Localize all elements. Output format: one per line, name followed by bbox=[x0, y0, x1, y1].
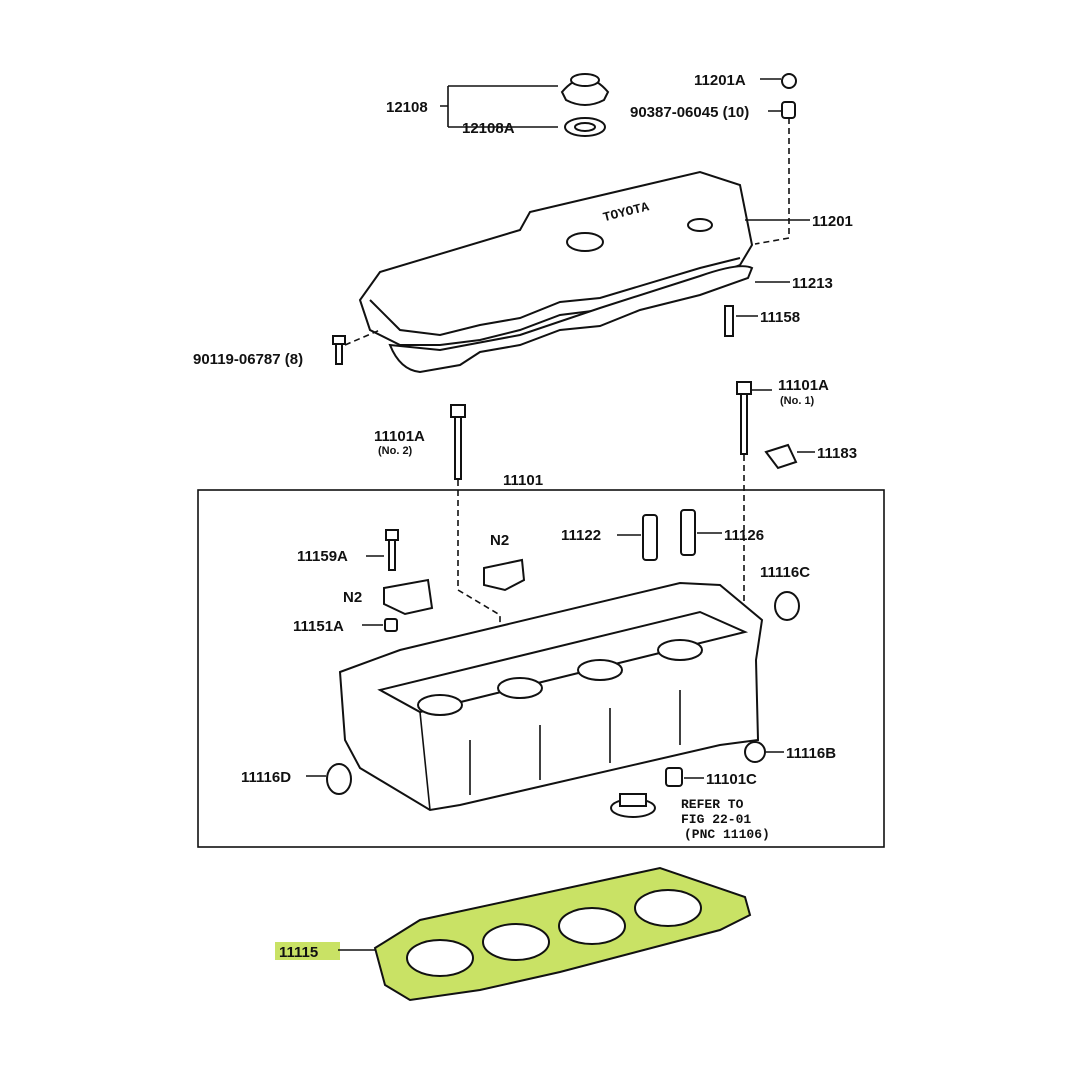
label-11159a: 11159A bbox=[297, 548, 348, 565]
label-11101: 11101 bbox=[503, 472, 543, 489]
nozzle-seat[interactable] bbox=[610, 793, 656, 818]
label-n2-lower: N2 bbox=[343, 589, 362, 606]
cylinder-head-cover[interactable]: TOYOTA bbox=[358, 170, 754, 374]
label-no1: (No. 1) bbox=[780, 395, 815, 407]
label-11183: 11183 bbox=[817, 445, 857, 462]
label-12108: 12108 bbox=[386, 99, 428, 116]
label-90119: 90119-06787 (8) bbox=[193, 351, 303, 368]
label-n2-upper: N2 bbox=[490, 532, 509, 549]
label-11116d: 11116D bbox=[241, 769, 291, 786]
cap-bolt[interactable] bbox=[385, 529, 399, 571]
label-11116b: 11116B bbox=[786, 745, 836, 762]
label-11201: 11201 bbox=[812, 213, 853, 230]
label-no2: (No. 2) bbox=[378, 445, 413, 457]
label-11101a-no1: 11101A bbox=[778, 377, 829, 394]
label-12108a: 12108A bbox=[462, 120, 515, 137]
camshaft-bearing-cap-lower[interactable] bbox=[383, 578, 434, 616]
cylinder-head-gasket[interactable] bbox=[373, 866, 752, 1002]
refer-line2: FIG 22-01 bbox=[681, 812, 751, 827]
cylinder-head-frame bbox=[197, 489, 885, 848]
label-11116c: 11116C bbox=[760, 564, 810, 581]
valve-guide-intake[interactable] bbox=[642, 514, 658, 561]
camshaft-bearing-cap-upper[interactable] bbox=[483, 558, 526, 592]
label-11101a-no2: 11101A bbox=[374, 428, 425, 445]
label-11122: 11122 bbox=[561, 527, 601, 544]
dowel-pin[interactable] bbox=[384, 618, 398, 632]
label-11115: 11115 bbox=[279, 944, 318, 961]
label-90387: 90387-06045 (10) bbox=[630, 104, 749, 121]
label-11201a: 11201A bbox=[694, 72, 746, 89]
insert-11101c[interactable] bbox=[665, 767, 683, 787]
engine-hanger[interactable] bbox=[764, 443, 798, 470]
part-number-highlight bbox=[275, 942, 340, 960]
head-bolt-no1[interactable] bbox=[736, 381, 752, 455]
label-11158: 11158 bbox=[760, 309, 800, 326]
plug-11116d[interactable] bbox=[326, 763, 352, 795]
stud[interactable] bbox=[724, 305, 734, 337]
cylinder-head[interactable] bbox=[338, 581, 764, 812]
valve-guide-exhaust[interactable] bbox=[680, 509, 696, 556]
refer-line1: REFER TO bbox=[681, 797, 744, 812]
label-11151a: 11151A bbox=[293, 618, 344, 635]
plug-11116b[interactable] bbox=[744, 741, 766, 763]
plug-11116c[interactable] bbox=[774, 591, 800, 621]
refer-line3: (PNC 11106) bbox=[684, 827, 770, 842]
nut-and-grommet[interactable] bbox=[781, 73, 797, 119]
label-11101c: 11101C bbox=[706, 771, 757, 788]
label-11126: 11126 bbox=[724, 527, 764, 544]
oil-filler-cap[interactable] bbox=[560, 73, 610, 137]
head-bolt-no2[interactable] bbox=[450, 404, 466, 480]
cover-bolt[interactable] bbox=[332, 335, 346, 365]
label-11213: 11213 bbox=[792, 275, 833, 292]
